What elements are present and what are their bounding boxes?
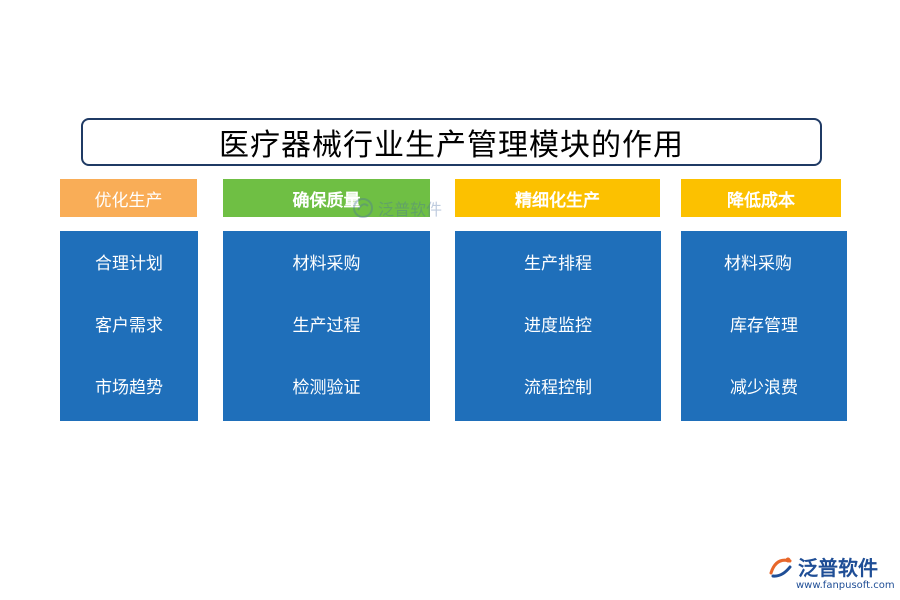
brand-logo-icon <box>769 557 792 578</box>
column-header-label: 确保质量 <box>292 190 361 211</box>
diagram-title: 医疗器械行业生产管理模块的作用 <box>219 128 684 163</box>
column-body-refined: 生产排程 进度监控 流程控制 <box>455 231 661 421</box>
column-header-cost: 降低成本 <box>681 179 841 217</box>
column-header-optimize: 优化生产 <box>60 179 197 217</box>
column-header-label: 精细化生产 <box>515 190 600 211</box>
list-item: 合理计划 <box>95 254 163 274</box>
list-item: 市场趋势 <box>95 378 163 398</box>
title-box: 医疗器械行业生产管理模块的作用 <box>81 118 822 166</box>
watermark: 泛普软件 <box>352 196 442 220</box>
column-header-label: 优化生产 <box>94 190 163 211</box>
column-body-optimize: 合理计划 客户需求 市场趋势 <box>60 231 198 421</box>
column-header-label: 降低成本 <box>727 190 795 211</box>
list-item: 生产过程 <box>292 316 361 336</box>
list-item: 材料采购 <box>292 254 361 274</box>
column-body-quality: 材料采购 生产过程 检测验证 <box>223 231 430 421</box>
list-item: 检测验证 <box>292 378 361 398</box>
brand-url: www.fanpusoft.com <box>796 580 895 591</box>
watermark-logo-icon <box>353 198 373 218</box>
column-body-cost: 材料采购 库存管理 减少浪费 <box>681 231 847 421</box>
list-item: 客户需求 <box>95 316 163 336</box>
brand-logo: 泛普软件 <box>768 552 878 581</box>
list-item: 库存管理 <box>730 316 798 336</box>
brand-logo-text: 泛普软件 <box>798 556 878 580</box>
list-item: 进度监控 <box>524 316 592 336</box>
list-item: 生产排程 <box>524 254 592 274</box>
list-item: 流程控制 <box>524 378 592 398</box>
list-item: 减少浪费 <box>730 378 798 398</box>
column-header-refined: 精细化生产 <box>455 179 660 217</box>
column-header-quality: 确保质量 <box>223 179 430 217</box>
list-item: 材料采购 <box>724 254 792 274</box>
watermark-text: 泛普软件 <box>378 200 443 219</box>
